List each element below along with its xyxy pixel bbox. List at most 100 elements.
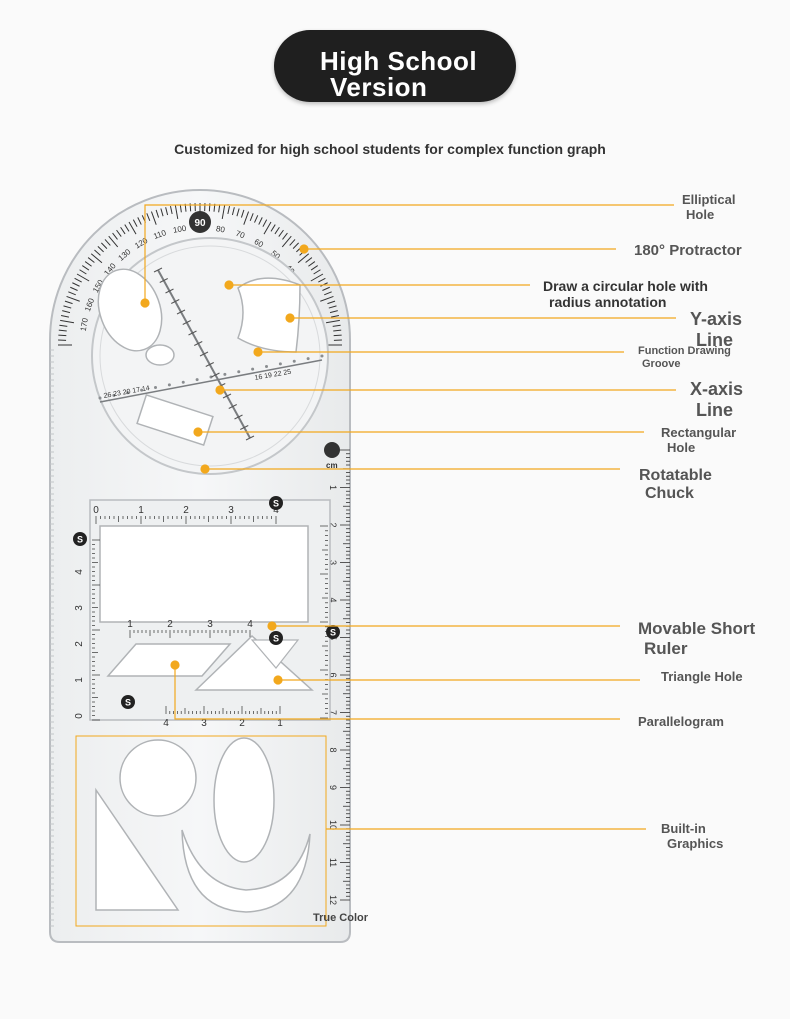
dot-chuck xyxy=(200,464,210,474)
protractor-tick xyxy=(174,205,179,220)
callout-rectangular-hole: Rectangular Hole xyxy=(661,425,737,455)
left-edge-ticks xyxy=(50,349,54,927)
leader-elliptical xyxy=(144,204,674,303)
y-axis-tick xyxy=(240,425,249,430)
short-ruler-mid-label: 1 xyxy=(127,619,133,630)
dot-y-axis xyxy=(285,313,295,323)
x-axis-dot xyxy=(112,393,116,397)
protractor-tick xyxy=(329,310,338,314)
right-scale-label: 11 xyxy=(328,858,338,867)
protractor-tick xyxy=(292,242,300,249)
short-ruler-top-label: 3 xyxy=(228,505,234,516)
protractor-tick xyxy=(116,229,122,237)
right-scale-label: 3 xyxy=(328,560,338,565)
dot-protractor xyxy=(299,244,309,254)
x-axis-line xyxy=(99,359,323,403)
protractor-tick xyxy=(270,224,276,232)
protractor-tick xyxy=(325,319,340,324)
protractor-tick xyxy=(97,245,104,253)
x-axis-dot xyxy=(292,359,296,363)
right-scale-label: 12 xyxy=(328,895,338,905)
protractor-tick xyxy=(333,329,342,332)
protractor-label: 160 xyxy=(83,296,96,312)
brand-label: True Color xyxy=(313,912,369,924)
protractor-tick xyxy=(68,291,76,296)
left-scale-label: 1 xyxy=(74,677,85,683)
protractor-tick xyxy=(258,217,263,225)
logo-badge-glyph: S xyxy=(273,634,279,644)
short-ruler-mid-label: 3 xyxy=(207,619,213,630)
dot-triangle xyxy=(273,675,283,685)
right-scale-label: 7 xyxy=(328,710,338,715)
y-axis-tick xyxy=(171,299,180,304)
protractor-label: 110 xyxy=(152,228,168,241)
subtitle: Customized for high school students for … xyxy=(174,141,606,157)
protractor-tick xyxy=(262,219,268,227)
dot-function-groove xyxy=(253,347,263,357)
callout-built-in-graphics: Built-in Graphics xyxy=(661,821,724,851)
protractor-label: 80 xyxy=(215,224,226,235)
protractor-tick xyxy=(72,282,80,287)
x-axis-dot xyxy=(251,367,255,371)
protractor-tick xyxy=(59,324,68,327)
protractor-tick xyxy=(231,207,235,216)
x-axis-dot xyxy=(154,386,157,389)
x-axis-dot xyxy=(265,365,268,368)
logo-badge-glyph: S xyxy=(330,628,336,638)
logo-badge xyxy=(269,631,283,645)
protractor-tick xyxy=(100,242,108,249)
protractor-tick xyxy=(328,305,337,309)
parallelogram-hole xyxy=(106,643,232,677)
protractor-tick xyxy=(249,213,254,221)
protractor-tick xyxy=(124,224,130,232)
protractor-tick xyxy=(112,232,118,240)
protractor-tick xyxy=(66,295,80,302)
callout-x-axis: X-axis Line xyxy=(690,379,744,420)
protractor-tick xyxy=(218,204,221,213)
graphic-ellipse xyxy=(213,737,275,863)
y-axis-tick xyxy=(234,414,243,420)
protractor-tick xyxy=(84,261,92,267)
y-axis-tick xyxy=(199,351,209,357)
protractor-tick xyxy=(165,207,169,216)
y-axis-tick xyxy=(211,372,220,378)
protractor-tick xyxy=(64,300,73,305)
protractor-tick xyxy=(281,235,292,248)
protractor-tick xyxy=(240,209,245,218)
protractor-tick xyxy=(58,329,67,332)
short-ruler-mid-label: 4 xyxy=(247,619,253,630)
short-ruler-window xyxy=(99,525,309,623)
protractor-tick xyxy=(155,209,160,218)
protractor-tick xyxy=(79,269,87,275)
protractor-tick xyxy=(310,265,319,271)
dot-short-ruler xyxy=(267,621,277,631)
callout-function-groove: Function Drawing Groove xyxy=(638,345,731,370)
callout-circular-hole: Draw a circular hole with radius annotat… xyxy=(543,278,708,311)
y-axis-tick xyxy=(205,362,214,367)
y-axis-tick xyxy=(182,320,191,325)
title-line-2: Version xyxy=(330,72,428,102)
y-axis-tick xyxy=(159,278,168,283)
protractor-tick xyxy=(221,205,226,220)
protractor-tick xyxy=(74,277,82,283)
callout-protractor: 180° Protractor xyxy=(634,242,742,259)
protractor-tick xyxy=(76,273,90,282)
x-axis-dot xyxy=(98,396,102,400)
right-scale-label: 10 xyxy=(328,820,338,830)
callout-elliptical-hole: Elliptical Hole xyxy=(682,192,736,222)
x-axis-dot xyxy=(237,370,241,374)
title-line-1: High School xyxy=(320,46,478,76)
left-scale-label: 2 xyxy=(74,641,85,647)
protractor-tick xyxy=(278,229,284,237)
protractor-center-label: 90 xyxy=(194,218,206,229)
right-scale-label: 9 xyxy=(328,785,338,790)
short-ruler-top-label: 1 xyxy=(138,505,144,516)
protractor-tick xyxy=(104,239,111,246)
short-ruler-top-label: 4 xyxy=(273,505,279,516)
protractor-tick xyxy=(227,205,231,215)
protractor-tick xyxy=(263,221,272,235)
protractor-tick xyxy=(310,273,324,282)
title-badge xyxy=(274,30,516,102)
